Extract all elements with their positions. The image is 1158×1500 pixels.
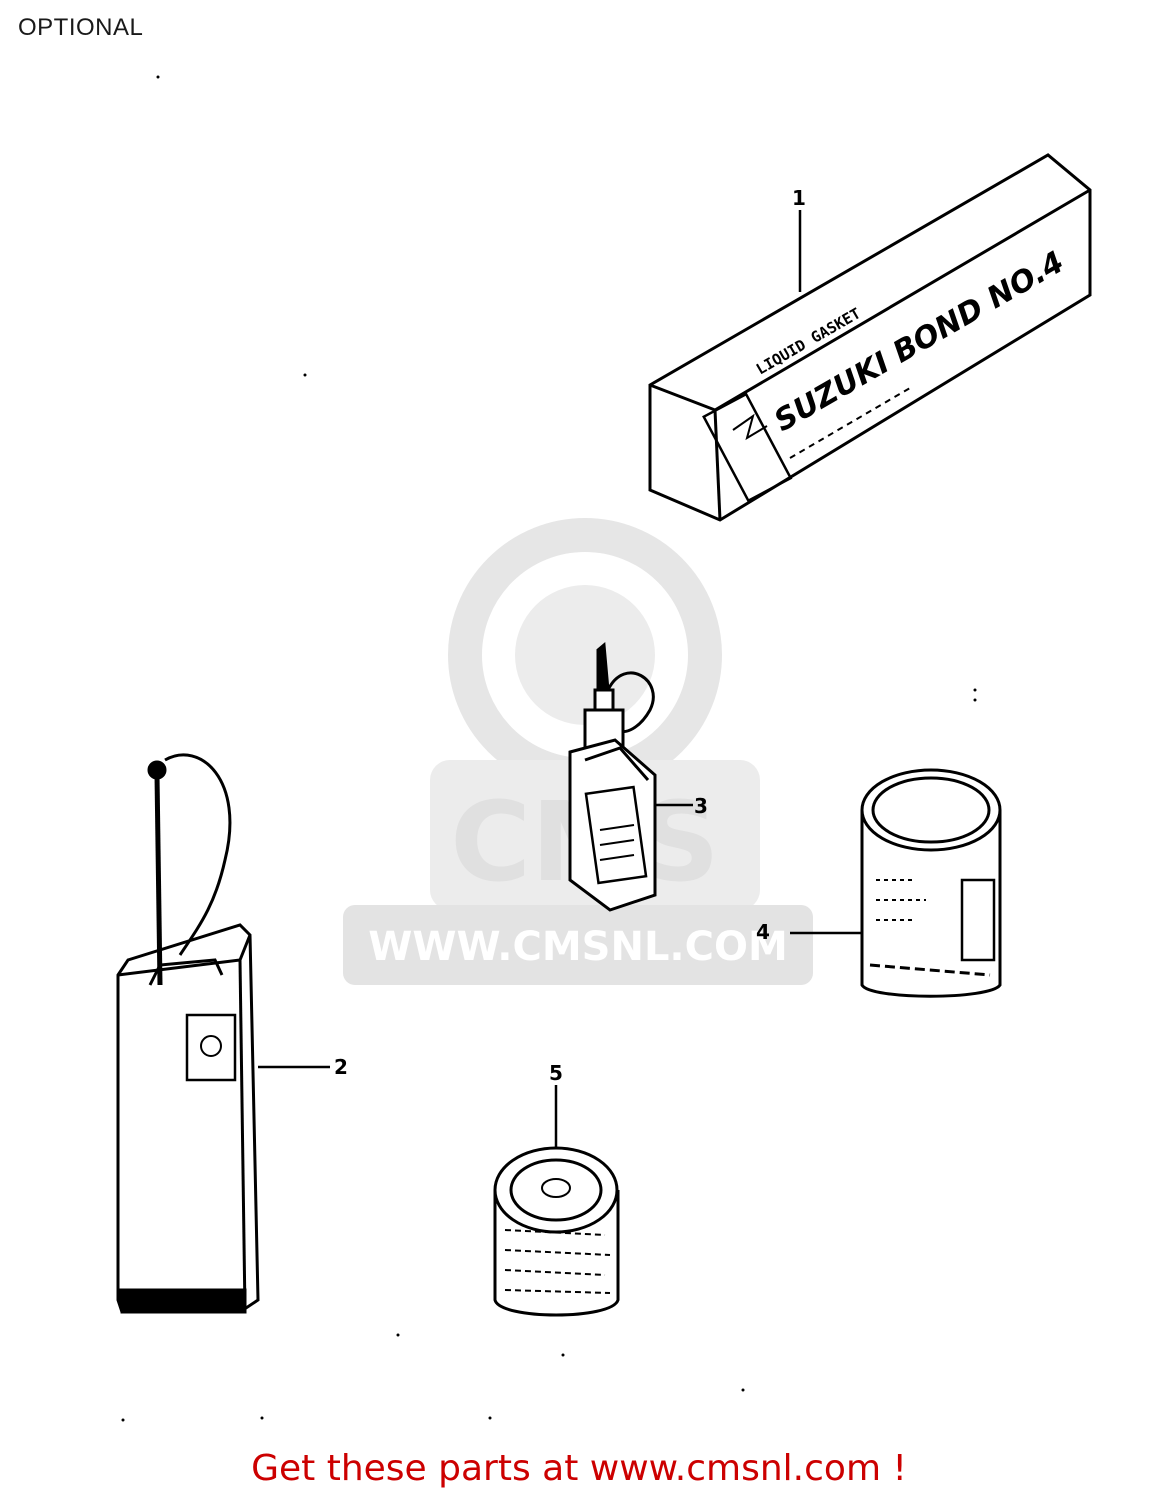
callout-1: 1 — [792, 186, 806, 210]
part-5-small-tin — [493, 1146, 620, 1317]
scan-specks — [121, 75, 977, 1422]
part-2-oil-can — [116, 753, 260, 1314]
part-4-tin-can — [860, 768, 1002, 998]
callout-2: 2 — [334, 1055, 348, 1079]
footer-link[interactable]: Get these parts at www.cmsnl.com ! — [251, 1448, 907, 1489]
watermark-url: WWW.CMSNL.COM — [368, 924, 788, 970]
callout-3: 3 — [694, 794, 708, 818]
callout-5: 5 — [549, 1061, 563, 1085]
part-3-squeeze-bottle — [568, 642, 657, 912]
callout-4: 4 — [756, 920, 770, 944]
part-1-bond-box: LIQUID GASKET SUZUKI BOND NO.4 — [648, 153, 1092, 522]
parts-diagram: CMS WWW.CMSNL.COM LIQUID GASKET SUZUKI B… — [116, 75, 1092, 1422]
footer-banner: Get these parts at www.cmsnl.com ! — [0, 1448, 1158, 1489]
page-title: OPTIONAL — [18, 14, 144, 41]
